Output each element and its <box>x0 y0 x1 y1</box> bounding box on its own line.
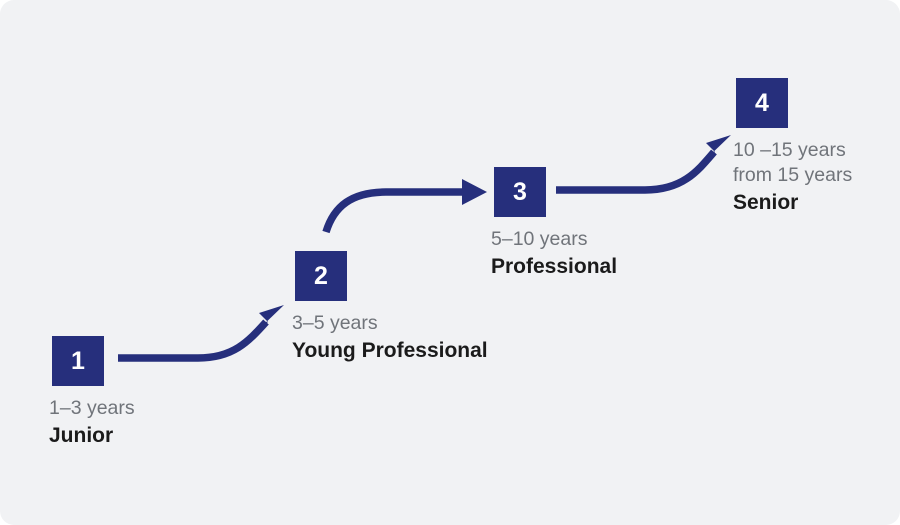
step-label: Junior <box>49 424 114 447</box>
step-number-badge: 2 <box>295 251 347 301</box>
step-number: 1 <box>71 346 85 375</box>
step-number: 2 <box>314 261 328 290</box>
arrow-step3-to-step4 <box>556 135 731 194</box>
step-label: Professional <box>491 255 618 278</box>
step-junior: 1 1–3 years Junior <box>49 336 135 449</box>
step-number: 4 <box>755 88 769 117</box>
step-number: 3 <box>513 177 527 206</box>
step-years: 5–10 years <box>491 228 588 250</box>
step-years: 1–3 years <box>49 397 135 419</box>
step-young-professional: 2 3–5 years Young Professional <box>292 251 488 364</box>
step-number-badge: 3 <box>494 167 546 217</box>
step-number-badge: 1 <box>52 336 104 386</box>
step-professional: 3 5–10 years Professional <box>491 167 618 280</box>
step-years: 3–5 years <box>292 312 378 334</box>
arrow-step1-to-step2 <box>118 305 284 362</box>
step-years: 10 –15 years from 15 years <box>733 139 853 186</box>
step-label: Young Professional <box>292 339 488 362</box>
step-number-badge: 4 <box>736 78 788 128</box>
step-label: Senior <box>733 191 799 214</box>
arrow-step2-to-step3 <box>322 179 487 234</box>
step-senior: 4 10 –15 years from 15 years Senior <box>733 78 853 216</box>
